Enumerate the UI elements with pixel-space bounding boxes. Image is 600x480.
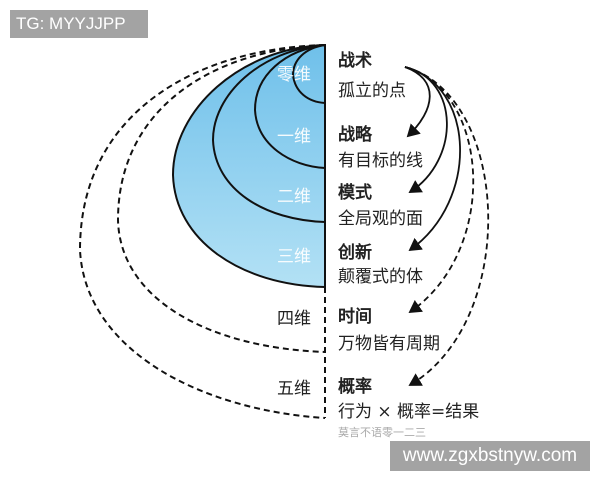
level-title: 概率: [338, 376, 372, 397]
watermark-bottom: www.zgxbstnyw.com: [390, 441, 590, 471]
watermark-inline: 莫言不语零一二三: [338, 426, 426, 439]
dimension-label: 四维: [277, 309, 311, 329]
arrow-to-time: [404, 66, 475, 314]
arrow-to-innovation: [404, 66, 461, 252]
level-desc: 万物皆有周期: [338, 334, 440, 354]
dimension-label: 二维: [277, 187, 311, 207]
arrow-to-strategy: [404, 66, 431, 138]
dimension-label: 三维: [277, 247, 311, 267]
arc-dim1: [253, 44, 326, 169]
level-title: 战术: [338, 50, 372, 71]
arc-dim5: [78, 44, 326, 419]
watermark-top: TG: MYYJJPP: [10, 10, 148, 38]
level-title: 模式: [338, 182, 372, 203]
dimension-label: 零维: [277, 65, 311, 85]
level-desc: 全局观的面: [338, 209, 423, 229]
arc-dim4: [116, 44, 326, 353]
level-title: 时间: [338, 306, 372, 327]
dimension-label: 五维: [277, 379, 311, 399]
dimension-label: 一维: [277, 127, 311, 147]
level-desc: 颠覆式的体: [338, 267, 423, 287]
arrows: [404, 66, 490, 386]
level-desc: 行为 × 概率=结果: [338, 402, 479, 422]
arrow-to-probability: [404, 66, 490, 386]
level-desc: 有目标的线: [338, 151, 423, 171]
arc-dim3: [171, 43, 326, 289]
level-desc: 孤立的点: [338, 81, 406, 101]
level-title: 战略: [338, 124, 373, 145]
arc-dim0: [291, 44, 326, 104]
level-title: 创新: [337, 242, 372, 263]
arc-dim2: [211, 44, 326, 223]
